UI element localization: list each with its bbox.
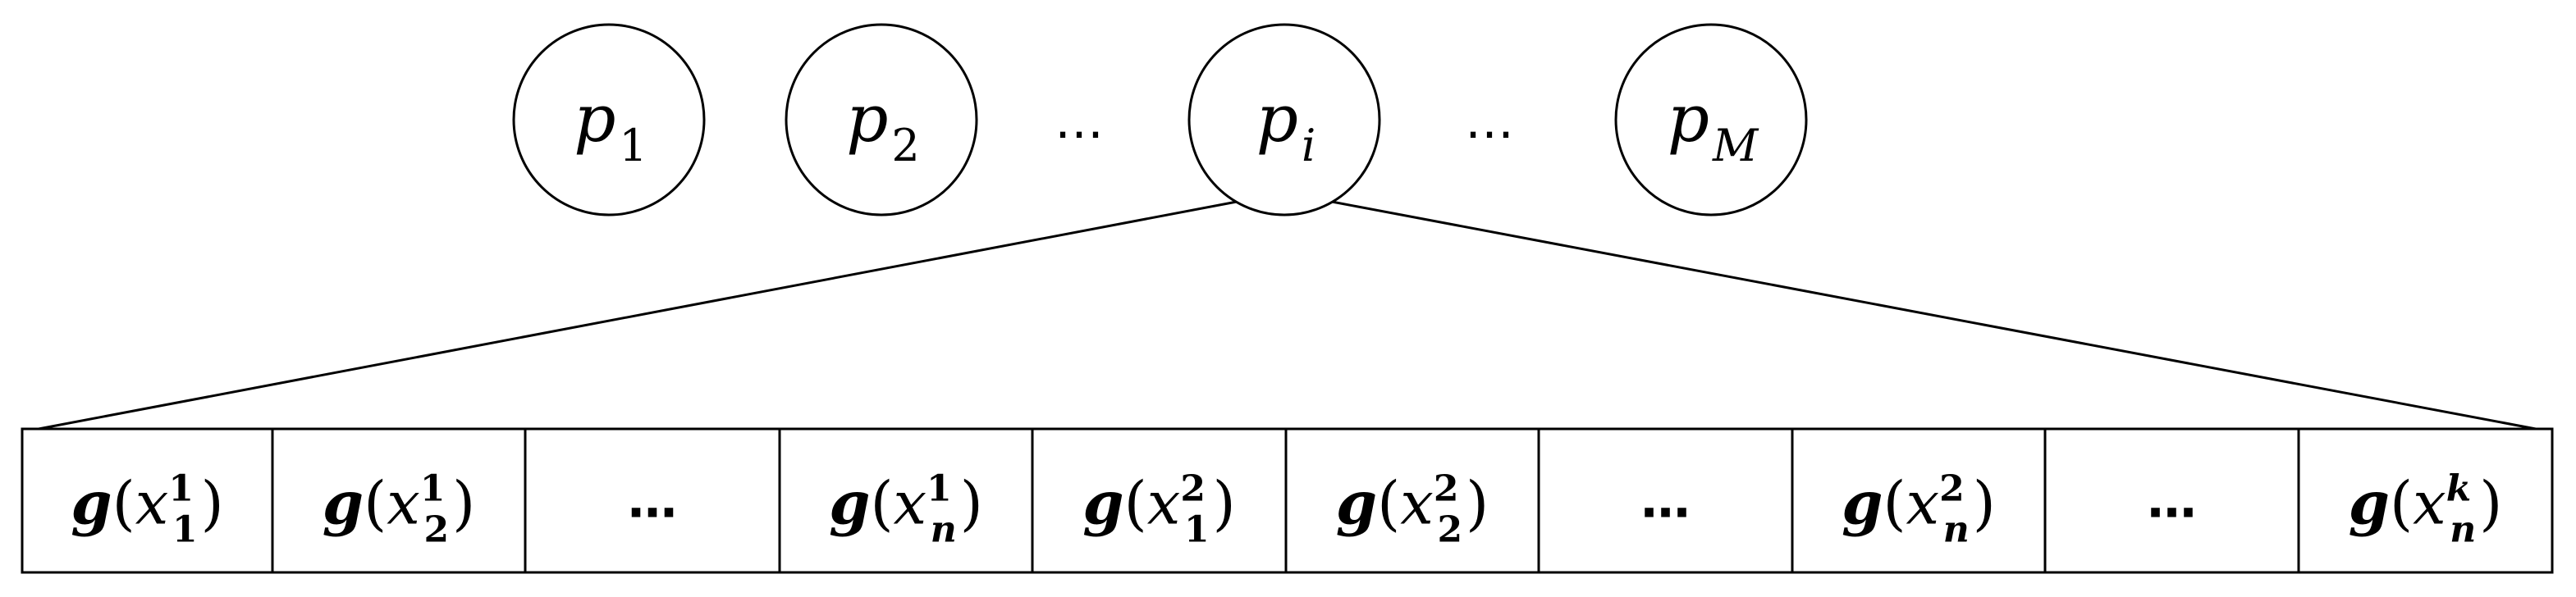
cell-close-paren: ) [452,469,475,538]
cell-superscript: 2 [1180,468,1206,510]
cell-close-paren: ) [2479,469,2502,538]
cell-superscript: 1 [420,468,446,510]
cell-open-paren: ( [870,469,893,538]
cell-close-paren: ) [1973,469,1996,538]
node-label-base: p [574,80,615,157]
cell-subscript: n [931,509,957,551]
node-label-base: p [1256,80,1298,157]
cell-ellipsis: … [1641,472,1691,530]
node-label-subscript: M [1712,120,1759,171]
cell-variable: x [387,469,420,538]
node-label-base: p [1668,80,1709,157]
cell-function: g [1336,468,1377,538]
cell-ellipsis: … [628,472,677,530]
cell-function: g [71,468,112,538]
node-label: p1 [574,80,647,171]
cell-subscript: 2 [423,509,449,551]
cell-function: g [323,468,364,538]
cell: … [1537,429,1691,572]
node-circle [1187,23,1381,216]
cell-superscript: k [2446,468,2472,510]
cell-variable: x [1400,469,1434,538]
cell-variable: x [2413,469,2446,538]
node-M: pM [1614,23,1808,216]
cell-open-paren: ( [2390,469,2413,538]
node-circle [1614,23,1808,216]
cell-subscript: 2 [1437,509,1462,551]
node-label-base: p [846,80,888,157]
cell-function: g [2349,468,2390,538]
node-ellipsis: … [1465,93,1514,150]
cell-superscript: 2 [1434,468,1459,510]
node-circle [785,23,978,216]
node-2: p2 [785,23,978,216]
node-label-subscript: i [1302,120,1315,171]
node-label: pi [1256,80,1316,171]
cell-open-paren: ( [112,469,135,538]
expansion-lines [38,200,2537,431]
cell-open-paren: ( [1883,469,1906,538]
cell: … [524,429,677,572]
cell-close-paren: ) [960,469,983,538]
node-1: p1 [512,23,706,216]
cell-variable: x [1147,469,1181,538]
node-i: pi [1187,23,1381,216]
cell-close-paren: ) [201,469,224,538]
cell-superscript: 2 [1939,468,1965,510]
cell: … [2043,429,2197,572]
cell-ellipsis: … [2148,472,2197,530]
cell-close-paren: ) [1213,469,1236,538]
cell-open-paren: ( [1124,469,1147,538]
cell-subscript: 1 [172,509,198,551]
cell-superscript: 1 [927,468,952,510]
cell-function: g [1842,468,1883,538]
node-ellipsis: … [1055,93,1104,150]
cell-function: g [829,468,870,538]
expansion-line-right [1331,200,2537,431]
cell-variable: x [135,469,169,538]
cell-subscript: n [1943,509,1970,551]
cell-variable: x [894,469,927,538]
cell-superscript: 1 [168,468,194,510]
cell-open-paren: ( [1377,469,1400,538]
node-label: pM [1668,80,1759,171]
node-circle [512,23,706,216]
cell-open-paren: ( [364,469,387,538]
cell-subscript: n [2450,509,2476,551]
cell-variable: x [1906,469,1940,538]
node-label-subscript: 1 [619,120,647,171]
cell-subscript: 1 [1184,509,1210,551]
node-label: p2 [846,80,920,171]
expansion-line-left [38,200,1238,431]
node-label-subscript: 2 [891,120,919,171]
cell-close-paren: ) [1466,469,1489,538]
cell-function: g [1082,468,1123,538]
